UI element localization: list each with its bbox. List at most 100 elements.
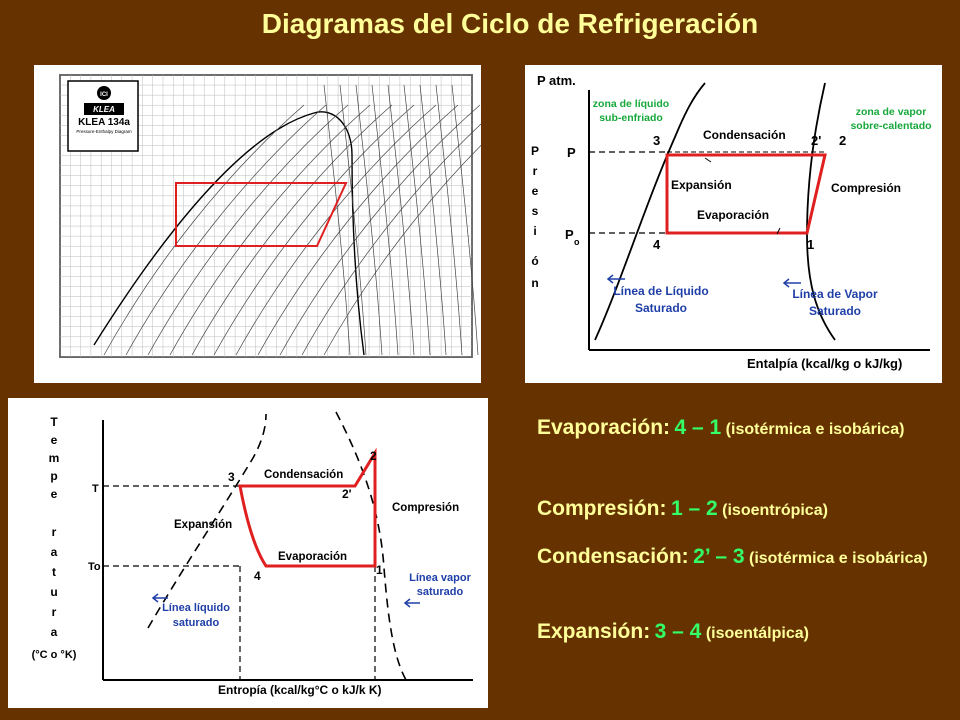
h-axis-label: Entalpía (kcal/kg o kJ/kg) xyxy=(747,356,902,371)
saturated-liquid-curve xyxy=(147,413,267,629)
desc-compresion-detail: (isoentrópica) xyxy=(722,502,828,519)
point-1: 1 xyxy=(376,563,383,577)
point-2: 2 xyxy=(370,449,377,463)
desc-expansion-range: 3 – 4 xyxy=(654,620,702,643)
desc-compresion: Compresión: 1 – 2 (isoentrópica) xyxy=(537,497,937,521)
condensacion-label: Condensación xyxy=(703,128,786,142)
direction-ticks xyxy=(704,157,781,235)
desc-evaporacion-name: Evaporación: xyxy=(537,416,671,439)
isentrope-curve xyxy=(451,84,479,356)
vapor-arrow-head xyxy=(782,278,790,288)
chart-curves xyxy=(93,84,481,356)
temp-letter-10: r xyxy=(52,605,57,619)
point-1: 1 xyxy=(807,237,814,252)
presion-letter-1: P xyxy=(531,144,539,158)
desc-expansion-detail: (isoentálpica) xyxy=(705,625,809,642)
ts-diagram-svg: T e m p e r a t u r a (°C o °K) Entropía… xyxy=(32,411,473,697)
point-3: 3 xyxy=(653,133,660,148)
condensacion-label: Condensación xyxy=(264,469,343,481)
linea-liquido-line2: saturado xyxy=(173,617,220,629)
evaporacion-label: Evaporación xyxy=(697,208,769,222)
vapor-line-arrow xyxy=(403,598,420,608)
ici-logo xyxy=(97,86,111,100)
compresion-label: Compresión xyxy=(831,181,901,195)
evaporacion-label: Evaporación xyxy=(278,551,347,563)
chart-name: KLEA 134a xyxy=(78,117,130,128)
temp-letter-3: m xyxy=(49,451,60,465)
ph-diagram: P atm. P r e s i ó n Entalpía (kcal/kg o… xyxy=(525,65,942,383)
point-2: 2 xyxy=(839,133,846,148)
desc-evaporacion-range: 4 – 1 xyxy=(674,416,722,439)
p-axis-top-label: P atm. xyxy=(537,73,576,88)
linea-vapor-line1: Línea de Vapor xyxy=(792,287,878,301)
ph-chart-klea134a: ICI KLEA KLEA 134a Pressure-Enthalpy Dia… xyxy=(34,65,481,383)
ts-cycle xyxy=(238,447,377,568)
desc-expansion: Expansión: 3 – 4 (isoentálpica) xyxy=(537,620,937,644)
point-4: 4 xyxy=(653,237,661,252)
linea-liquido-line2: Saturado xyxy=(635,301,687,315)
isentrope-curve xyxy=(435,84,463,356)
temp-units: (°C o °K) xyxy=(32,649,77,661)
desc-evaporacion: Evaporación: 4 – 1 (isotérmica e isobári… xyxy=(537,416,937,440)
zona-vapor-line1: zona de vapor xyxy=(856,106,927,118)
page-title: Diagramas del Ciclo de Refrigeración xyxy=(261,8,759,39)
expansion-label: Expansión xyxy=(174,519,232,531)
isentrope-curve xyxy=(339,84,367,356)
quality-curve xyxy=(257,104,459,356)
desc-compresion-range: 1 – 2 xyxy=(670,497,718,520)
ts-diagram: T e m p e r a t u r a (°C o °K) Entropía… xyxy=(8,398,488,708)
ph-chart-svg: ICI KLEA KLEA 134a Pressure-Enthalpy Dia… xyxy=(59,74,481,358)
ph-diagram-svg: P atm. P r e s i ó n Entalpía (kcal/kg o… xyxy=(531,73,932,371)
presion-letter-7: n xyxy=(531,276,538,290)
quality-curve xyxy=(235,104,437,356)
linea-vapor-line2: saturado xyxy=(417,586,464,598)
zona-liquido-line1: zona de líquido xyxy=(593,98,669,110)
klea-logo-text: KLEA xyxy=(93,105,115,114)
p-low-subscript: o xyxy=(574,237,580,247)
temp-letter-9: u xyxy=(50,585,57,599)
quality-curve xyxy=(103,104,305,356)
p-low-label: P xyxy=(565,227,574,242)
linea-vapor-line2: Saturado xyxy=(809,304,861,318)
quality-curve xyxy=(323,145,481,356)
saturated-vapor-curve xyxy=(335,411,407,681)
saturated-vapor-curve xyxy=(806,82,836,341)
desc-condensacion-name: Condensación: xyxy=(537,545,689,568)
chart-subtitle: Pressure-Enthalpy Diagram xyxy=(76,129,132,134)
temp-letter-11: a xyxy=(51,625,58,639)
zona-liquido-line2: sub-enfriado xyxy=(599,112,663,124)
isentrope-curve xyxy=(371,84,399,356)
linea-liquido-line1: Línea de Líquido xyxy=(613,284,708,298)
quality-curve xyxy=(213,104,415,356)
cycle-outline xyxy=(175,182,348,247)
point-2-prime: 2' xyxy=(342,487,352,501)
ph-cycle xyxy=(665,153,827,235)
linea-liquido-line1: Línea líquido xyxy=(162,602,230,614)
ici-logo-text: ICI xyxy=(100,92,108,98)
saturation-dome xyxy=(93,111,365,356)
t-low-label: To xyxy=(88,561,101,573)
point-4: 4 xyxy=(254,569,261,583)
isentrope-curve xyxy=(323,84,351,356)
isentrope-curve xyxy=(419,84,447,356)
t-high-label: T xyxy=(92,483,99,495)
linea-vapor-line1: Línea vapor xyxy=(409,572,471,584)
isentrope-curve xyxy=(387,84,415,356)
desc-condensacion-range: 2’ – 3 xyxy=(693,545,745,568)
desc-condensacion: Condensación: 2’ – 3 (isotérmica e isobá… xyxy=(537,545,937,569)
zona-vapor-line2: sobre-calentado xyxy=(850,120,931,132)
expansion-label: Expansión xyxy=(671,178,732,192)
desc-condensacion-detail: (isotérmica e isobárica) xyxy=(748,550,928,567)
temp-letter-4: p xyxy=(50,469,57,483)
quality-curve xyxy=(301,123,481,356)
temp-letter-6: r xyxy=(52,525,57,539)
quality-curve xyxy=(169,104,371,356)
saturated-liquid-curve xyxy=(594,82,706,341)
s-axis-label: Entropía (kcal/kg°C o kJ/k K) xyxy=(218,683,382,697)
isentrope-curve xyxy=(355,84,383,356)
liquid-arrow-head xyxy=(606,274,614,284)
temp-letter-7: a xyxy=(51,545,58,559)
isentrope-curve xyxy=(403,84,431,356)
presion-letter-4: s xyxy=(532,204,539,218)
presion-letter-6: ó xyxy=(531,254,538,268)
